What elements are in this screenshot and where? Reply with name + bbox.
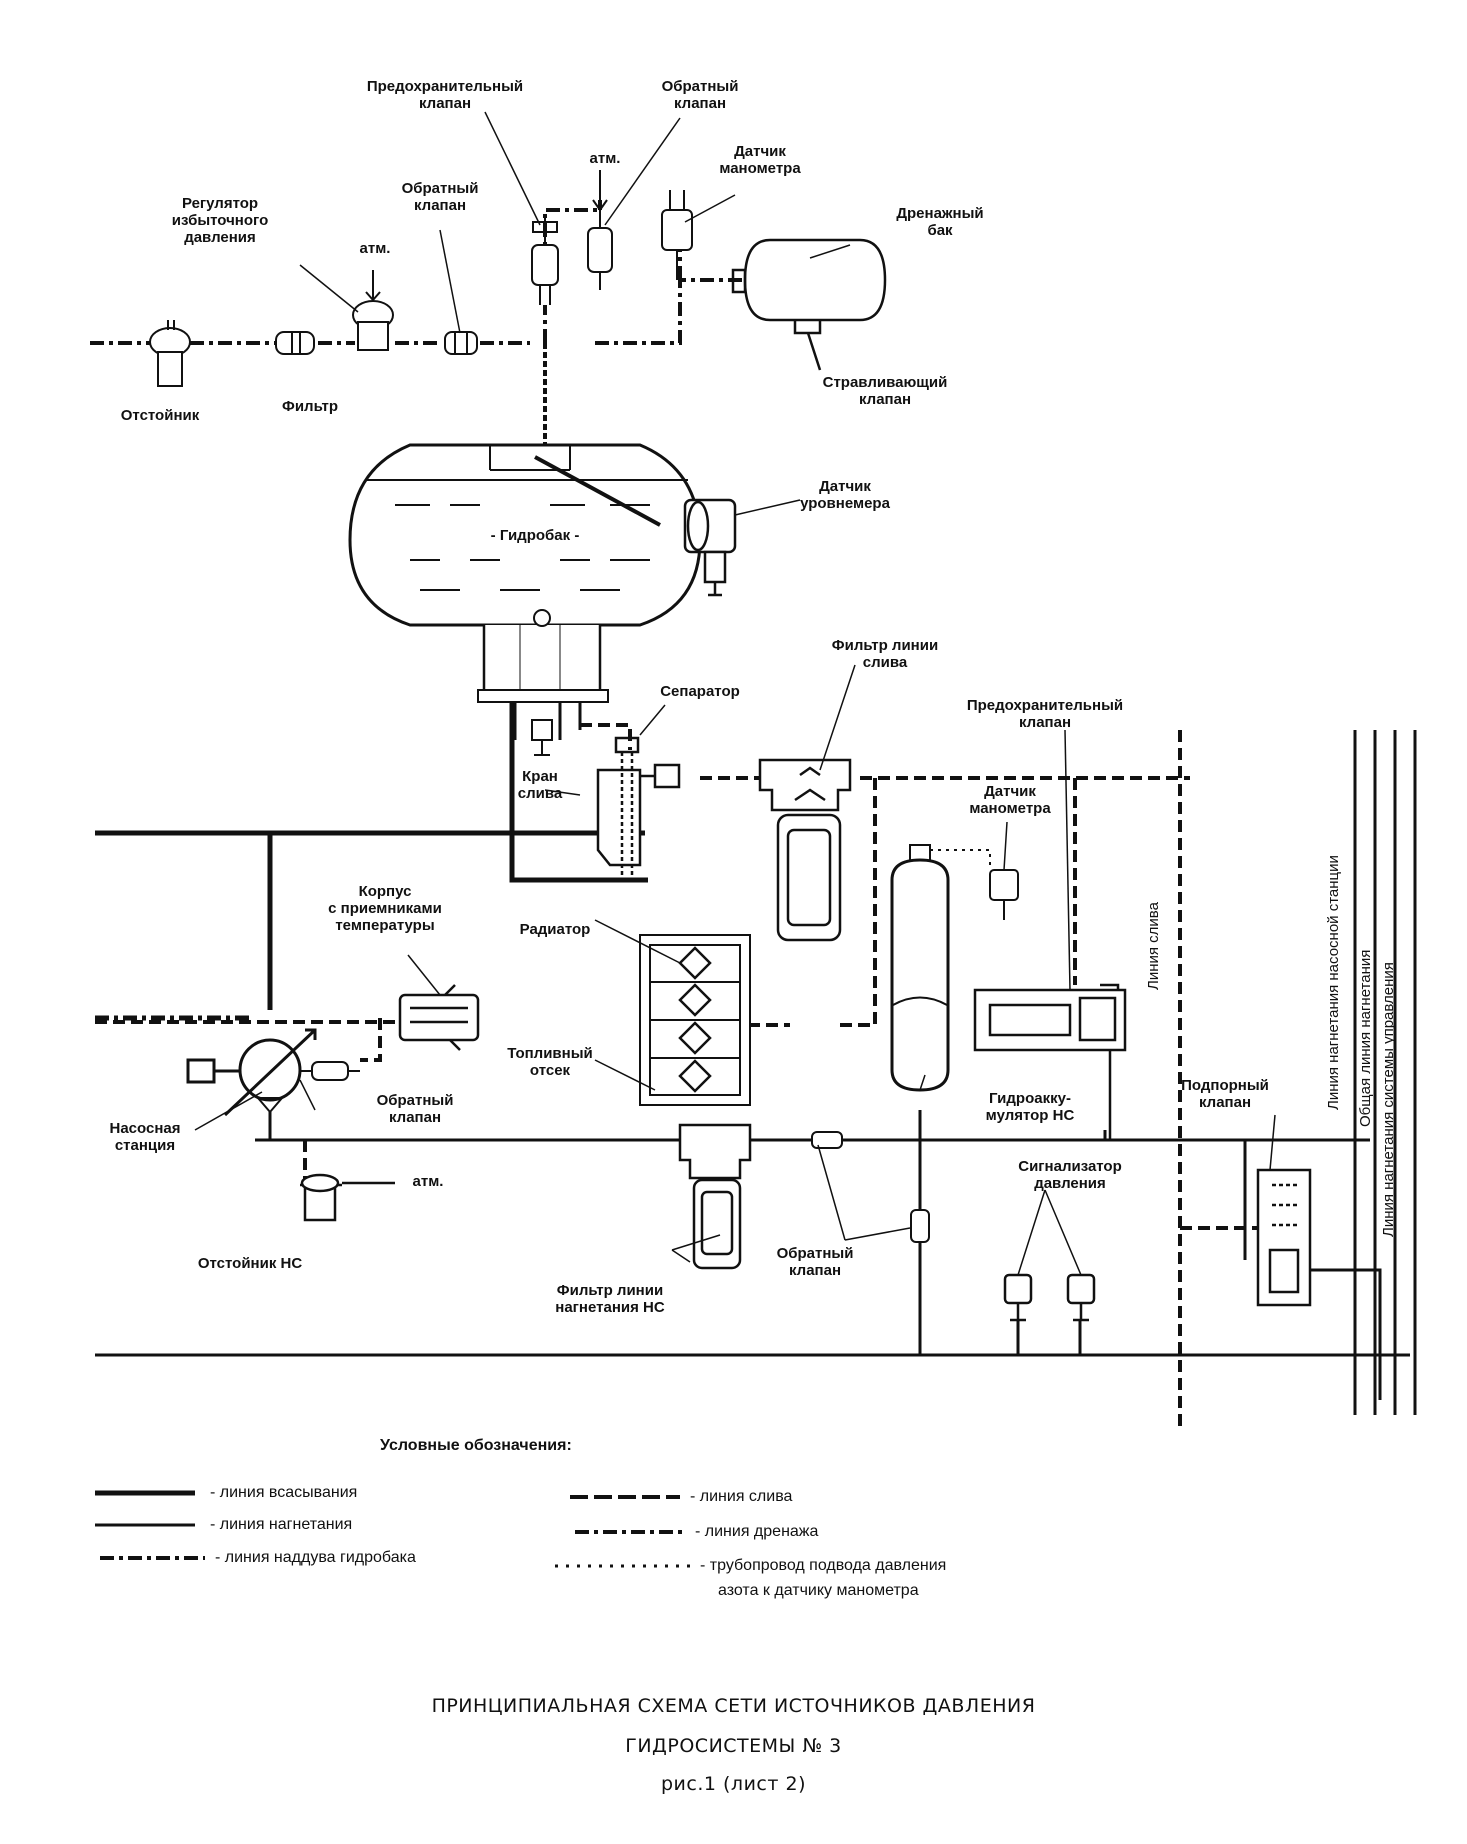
label-check-valve-pump: Обратный клапан [376, 1092, 454, 1126]
label-safety-valve-top: Предохранительный клапан [366, 78, 524, 112]
safety-valve-right-symbol [973, 983, 1127, 1140]
legend-symbols [95, 1490, 690, 1568]
pressure-lines [95, 730, 1417, 1415]
pressure-switch-symbols [1003, 1273, 1096, 1322]
label-pressure-switch: Сигнализатор давления [1018, 1158, 1122, 1192]
label-fuel-bay: Топливный отсек [507, 1045, 593, 1079]
caption-line-1: ПРИНЦИПИАЛЬНАЯ СХЕМА СЕТИ ИСТОЧНИКОВ ДАВ… [431, 1695, 1036, 1717]
separator-symbol [596, 736, 681, 875]
check-valve-mid-symbol [444, 331, 478, 355]
accumulator-symbol [890, 844, 991, 1092]
legend-title: Условные обозначения: [380, 1437, 572, 1454]
label-settler: Отстойник [120, 407, 200, 424]
legend-drainage: - линия дренажа [695, 1523, 819, 1540]
return-filter-symbol [758, 758, 852, 942]
label-line-control-pressure: Линия нагнетания системы управления [1380, 962, 1397, 1237]
label-return-filter: Фильтр линии слива [831, 637, 939, 671]
label-atm-regulator: атм. [359, 240, 391, 257]
gauge-sensor-right-symbol [989, 869, 1019, 920]
check-valve-pump-symbol [300, 1061, 360, 1081]
label-gauge-sensor-right: Датчик манометра [969, 783, 1051, 817]
pressure-filter-symbol [678, 1123, 752, 1270]
label-check-valve-bottom: Обратный клапан [776, 1245, 854, 1279]
label-atm-top: атм. [589, 150, 621, 167]
legend-nitrogen-1: - трубопровод подвода давления [700, 1557, 947, 1574]
label-pump-station: Насосная станция [109, 1120, 181, 1154]
hydrotank-symbol [348, 443, 702, 756]
leader-lines [194, 111, 1276, 1276]
label-atm-ns: атм. [412, 1173, 444, 1190]
caption-line-2: ГИДРОСИСТЕМЫ № 3 [625, 1735, 842, 1757]
drain-tank-symbol [731, 238, 887, 371]
check-valve-bottom-symbol [811, 1131, 930, 1243]
label-accumulator: Гидроакку- мулятор НС [985, 1090, 1075, 1124]
backpressure-valve-symbol [1256, 1168, 1312, 1307]
pump-station-symbol [186, 1028, 317, 1142]
legend-nitrogen-2: азота к датчику манометра [718, 1582, 919, 1599]
radiator-symbol [639, 934, 751, 1106]
legend-return: - линия слива [690, 1488, 793, 1505]
check-valve-top-symbol [587, 170, 613, 290]
level-sensor-symbol [683, 498, 737, 597]
filter-symbol [275, 331, 315, 355]
label-bleed-valve: Стравливающий клапан [822, 374, 948, 408]
label-drain-tank: Дренажный бак [896, 205, 984, 239]
label-gauge-sensor-top: Датчик манометра [719, 143, 801, 177]
caption-line-3: рис.1 (лист 2) [661, 1773, 806, 1795]
label-drain-valve: Кран слива [517, 768, 563, 802]
settler-symbol [149, 320, 191, 387]
label-temp-body: Корпус с приемниками температуры [328, 883, 442, 934]
label-line-common-pressure: Общая линия нагнетания [1357, 949, 1374, 1127]
label-filter: Фильтр [282, 398, 338, 415]
settler-ns-symbol [300, 1173, 395, 1222]
label-radiator: Радиатор [519, 921, 591, 938]
label-settler-ns: Отстойник НС [197, 1255, 303, 1272]
safety-valve-top-symbol [531, 218, 559, 305]
label-level-sensor: Датчик уровнемера [800, 478, 890, 512]
label-safety-valve-right: Предохранительный клапан [966, 697, 1124, 731]
suction-lines [95, 702, 648, 1010]
legend-boost: - линия наддува гидробака [215, 1549, 416, 1566]
gauge-sensor-top-symbol [661, 190, 693, 280]
label-check-valve-mid: Обратный клапан [401, 180, 479, 214]
temp-body-symbol [398, 984, 480, 1051]
label-line-return: Линия слива [1145, 902, 1162, 990]
legend-pressure: - линия нагнетания [210, 1516, 353, 1533]
label-hydrotank: - Гидробак - [490, 527, 580, 544]
label-line-pump-station: Линия нагнетания насосной станции [1325, 855, 1342, 1110]
label-separator: Сепаратор [660, 683, 740, 700]
label-check-valve-top: Обратный клапан [661, 78, 739, 112]
regulator-symbol [352, 270, 394, 351]
legend-suction: - линия всасывания [210, 1484, 358, 1501]
label-backpressure-valve: Подпорный клапан [1181, 1077, 1269, 1111]
label-pressure-regulator: Регулятор избыточного давления [171, 195, 269, 246]
label-pressure-filter: Фильтр линии нагнетания НС [555, 1282, 665, 1316]
